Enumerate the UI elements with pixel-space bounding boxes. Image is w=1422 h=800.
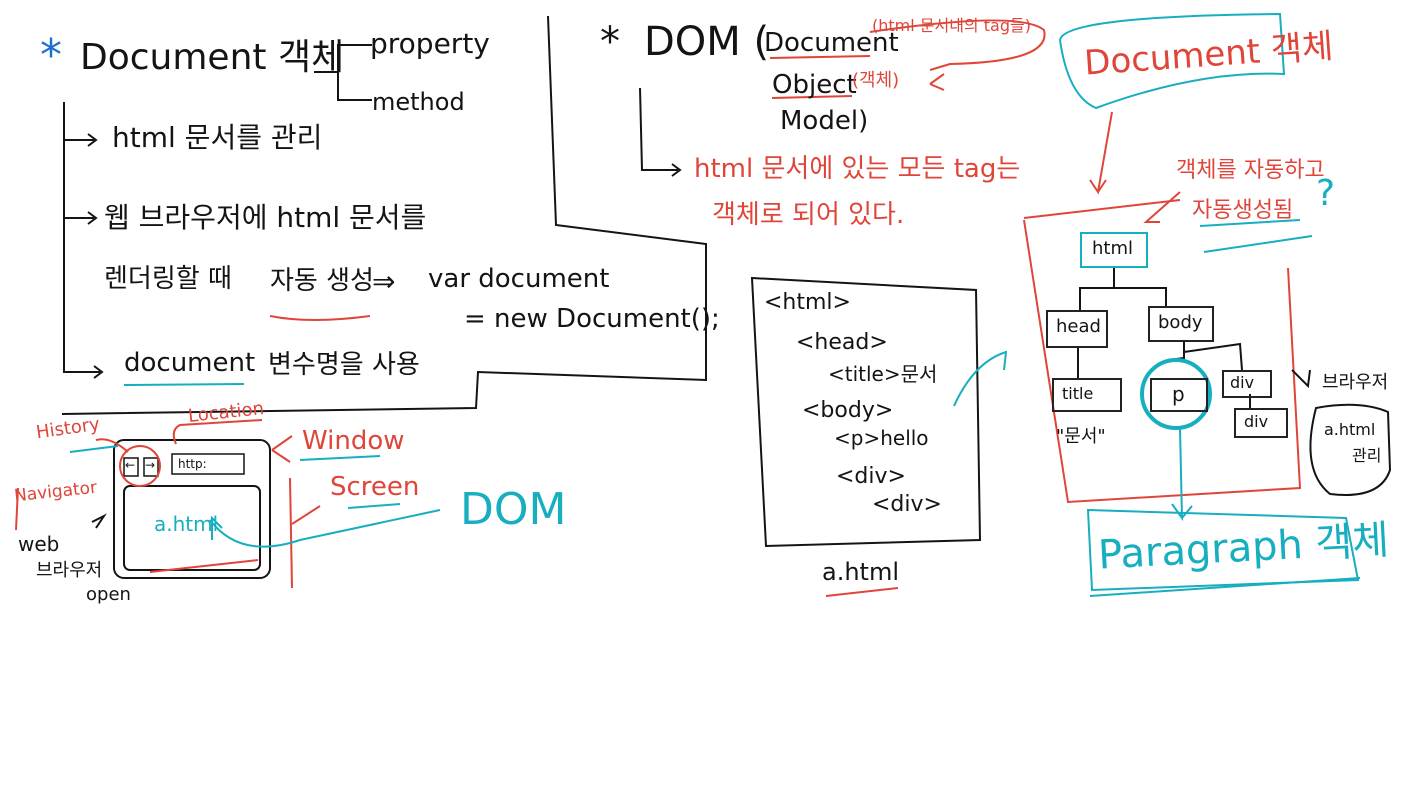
browser-manage-text: 관리 — [1352, 446, 1382, 465]
property-label: property — [370, 27, 490, 60]
dom-description-line2: 객체로 되어 있다. — [712, 200, 905, 230]
implies-arrow: ⇒ — [372, 265, 396, 298]
code-head-tag: <head> — [796, 330, 888, 355]
auto-create-note-line2: 자동생성됨 — [1192, 198, 1294, 223]
code-html-tag: <html> — [764, 290, 851, 315]
dom-object-note: (객체) — [852, 70, 900, 91]
manage-html-item: html 문서를 관리 — [112, 121, 323, 154]
question-mark: ? — [1316, 173, 1336, 214]
tree-node-head: head — [1046, 310, 1108, 348]
code-p-tag: <p>hello — [834, 426, 929, 450]
code-body-tag: <body> — [802, 398, 894, 423]
browser-render-item: 웹 브라우저에 html 문서를 — [104, 201, 427, 234]
tree-node-inner-div: div — [1234, 408, 1288, 438]
p-node-highlight — [1140, 358, 1212, 430]
use-variable-text: 변수명을 사용 — [268, 350, 420, 380]
open-label: open — [86, 584, 131, 605]
section-divider — [61, 15, 707, 415]
title-text-node: "문서" — [1056, 426, 1106, 447]
url-text: http: — [178, 457, 207, 471]
tree-node-body: body — [1148, 306, 1214, 342]
web-label: web — [18, 532, 60, 556]
window-label: Window — [302, 426, 405, 456]
dom-big-label: DOM — [460, 484, 567, 535]
html-code-box — [750, 276, 982, 548]
document-object-heading: Document 객체 — [80, 37, 345, 78]
document-variable-word: document — [124, 348, 256, 378]
new-document-code: = new Document(); — [464, 304, 720, 334]
dom-document-word: Document — [764, 28, 899, 58]
render-when-text: 렌더링할 때 — [104, 264, 232, 294]
back-button-sketch: ← — [125, 458, 136, 472]
code-filename: a.html — [822, 558, 900, 586]
star-marker: * — [40, 30, 62, 81]
browser-manage-label: 브라우저 — [1322, 372, 1389, 393]
dom-star-marker: * — [600, 19, 620, 65]
screen-label: Screen — [330, 472, 420, 502]
browser-manage-file: a.html — [1324, 420, 1376, 439]
code-title-tag: <title>문서 — [828, 362, 938, 386]
auto-create-text: 자동 생성 — [270, 266, 374, 296]
dom-object-word: Object — [772, 70, 857, 100]
code-div-tag: <div> — [836, 464, 906, 489]
browser-viewport — [123, 485, 261, 571]
browser-window-frame — [113, 439, 271, 579]
url-bar — [171, 453, 245, 475]
dom-tree-container — [1023, 199, 1302, 504]
code-inner-div-tag: <div> — [872, 492, 942, 517]
tree-node-title: title — [1052, 378, 1122, 412]
dom-description-line1: html 문서에 있는 모든 tag는 — [694, 154, 1021, 184]
viewport-file-label: a.html — [154, 512, 219, 536]
var-document-code: var document — [428, 264, 610, 294]
paragraph-object-box — [1086, 508, 1360, 592]
tree-node-div: div — [1222, 370, 1272, 398]
dom-title: DOM ( — [644, 19, 770, 65]
document-object-bubble — [1058, 12, 1286, 110]
dom-tags-note: (html 문서내의 tag들) — [872, 16, 1031, 35]
auto-create-note-line1: 객체를 자동하고 — [1176, 158, 1325, 183]
browser-word: 브라우저 — [36, 560, 103, 581]
dom-model-word: Model) — [780, 106, 869, 136]
forward-button-sketch: → — [145, 458, 156, 472]
left-tree-trunk — [63, 102, 100, 373]
tree-node-html: html — [1080, 232, 1148, 268]
browser-manage-bubble — [1309, 403, 1392, 496]
method-label: method — [372, 88, 465, 116]
tree-node-p: p — [1150, 378, 1208, 412]
